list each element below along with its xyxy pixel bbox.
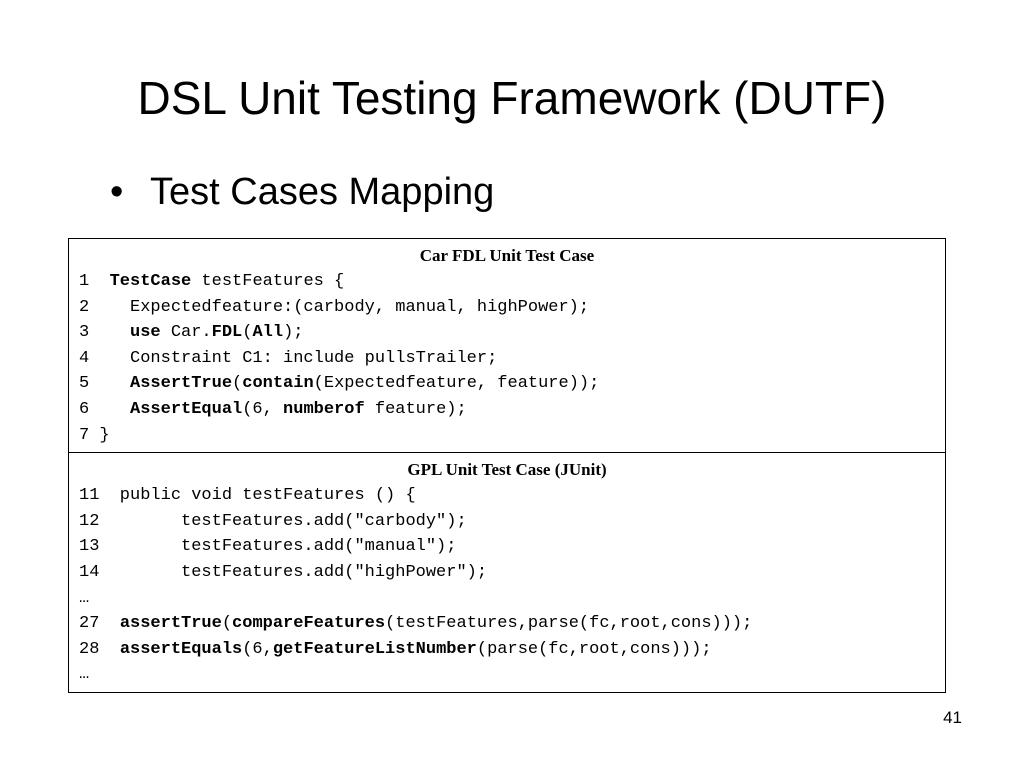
code-text: (testFeatures,parse(fc,root,cons))); — [385, 614, 753, 634]
code-mapping-table: Car FDL Unit Test Case 1 TestCase testFe… — [68, 238, 946, 693]
code-text: (6, — [242, 399, 284, 419]
code-line: 5 AssertTrue(contain(Expectedfeature, fe… — [79, 371, 945, 397]
fdl-test-case-section: Car FDL Unit Test Case 1 TestCase testFe… — [69, 239, 945, 452]
code-block: 1 TestCase testFeatures {2 Expectedfeatu… — [79, 269, 945, 448]
code-text: 28 — [79, 639, 120, 659]
code-keyword: AssertEqual — [130, 399, 243, 419]
section-header: GPL Unit Test Case (JUnit) — [407, 460, 607, 480]
code-text: … — [79, 665, 90, 685]
code-keyword: assertEquals — [119, 639, 243, 659]
code-keyword: TestCase — [109, 272, 192, 291]
code-line: 1 TestCase testFeatures { — [79, 269, 945, 295]
code-text: Car. — [160, 323, 212, 343]
code-line: … — [79, 662, 945, 688]
code-text: ( — [242, 323, 253, 343]
code-text: (Expectedfeature, feature)); — [313, 374, 600, 394]
code-line: 4 Constraint C1: include pullsTrailer; — [79, 346, 945, 372]
code-line: 27 assertTrue(compareFeatures(testFeatur… — [79, 611, 945, 637]
bullet-icon: • — [110, 171, 124, 213]
bullet-text: Test Cases Mapping — [150, 171, 495, 213]
code-keyword: AssertTrue — [130, 374, 233, 394]
bullet-item: • Test Cases Mapping — [110, 168, 494, 216]
code-keyword: compareFeatures — [232, 614, 386, 634]
code-line: 11 public void testFeatures () { — [79, 483, 945, 509]
code-line: 6 AssertEqual(6, numberof feature); — [79, 397, 945, 423]
code-text: 5 — [79, 374, 131, 394]
page-number: 41 — [943, 708, 962, 727]
code-keyword: contain — [242, 374, 314, 394]
code-keyword: assertTrue — [119, 614, 222, 634]
code-text: (parse(fc,root,cons))); — [476, 639, 712, 659]
code-text: 2 Expectedfeature:(carbody, manual, high… — [79, 297, 590, 317]
code-text: 1 — [79, 272, 110, 291]
code-line: 13 testFeatures.add("manual"); — [79, 534, 945, 560]
code-text: 11 public void testFeatures () { — [79, 486, 416, 506]
code-line: 7 } — [79, 423, 945, 449]
code-keyword: getFeatureListNumber — [272, 639, 477, 659]
code-text: feature); — [364, 399, 467, 419]
code-text: 7 } — [79, 425, 110, 445]
section-header: Car FDL Unit Test Case — [419, 246, 595, 265]
code-text: ( — [232, 374, 243, 394]
code-text: ); — [283, 323, 304, 343]
code-text: 27 — [79, 614, 120, 634]
code-text: ( — [221, 614, 233, 634]
code-keyword: All — [252, 323, 284, 343]
code-block: 11 public void testFeatures () { 12 testF… — [79, 483, 945, 688]
code-text: … — [79, 588, 90, 608]
code-text: testFeatures { — [191, 272, 345, 291]
code-text: 14 testFeatures.add("highPower"); — [79, 562, 488, 582]
code-keyword: FDL — [211, 323, 243, 343]
code-text: (6, — [242, 639, 273, 659]
code-line: 14 testFeatures.add("highPower"); — [79, 560, 945, 586]
code-keyword: use — [130, 323, 161, 343]
code-line: 12 testFeatures.add("carbody"); — [79, 509, 945, 535]
code-text: 4 Constraint C1: include pullsTrailer; — [79, 348, 498, 368]
code-text: 13 testFeatures.add("manual"); — [79, 537, 457, 557]
code-text: 12 testFeatures.add("carbody"); — [79, 511, 467, 531]
code-line: 2 Expectedfeature:(carbody, manual, high… — [79, 295, 945, 321]
code-text: 3 — [79, 323, 131, 343]
code-line: … — [79, 586, 945, 612]
code-text: 6 — [79, 399, 131, 419]
code-line: 28 assertEquals(6,getFeatureListNumber(p… — [79, 637, 945, 663]
code-line: 3 use Car.FDL(All); — [79, 320, 945, 346]
slide-title: DSL Unit Testing Framework (DUTF) — [137, 72, 887, 124]
junit-test-case-section: GPL Unit Test Case (JUnit) 11 public voi… — [69, 452, 945, 692]
code-keyword: numberof — [283, 399, 365, 419]
